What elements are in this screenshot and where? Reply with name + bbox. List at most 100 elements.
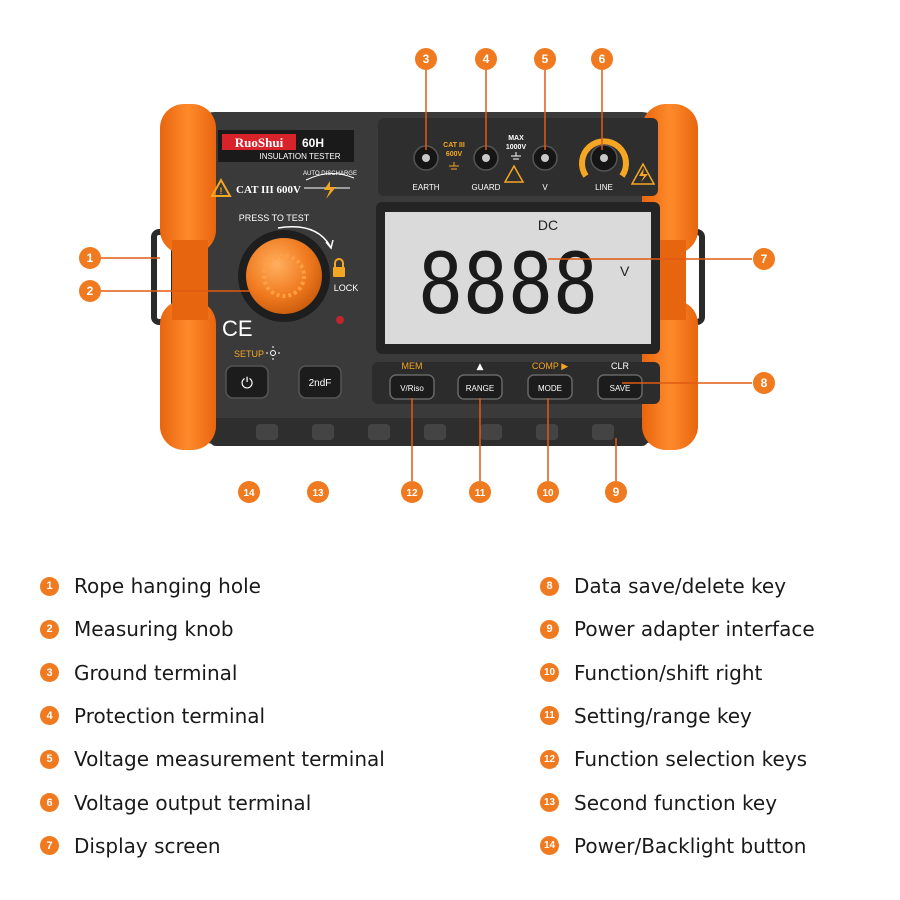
terminal-markings: CAT III 600V MAX 1000V [443,135,656,185]
range-up-icon: ▲ [477,362,484,372]
terminal-guard[interactable] [473,145,499,171]
lightning-icon [324,181,336,199]
legend-text: Measuring knob [74,617,234,642]
v-riso-label: V/Riso [400,384,424,393]
rotate-arrow-icon [277,226,331,247]
save-button[interactable]: SAVE [597,374,643,400]
legend-number-badge: 5 [40,749,59,769]
callout-14: 14 [238,481,260,503]
legend-text: Rope hanging hole [74,574,261,598]
max-label: MAX [508,135,524,142]
callout-9: 9 [605,481,627,503]
legend-number-badge: 3 [40,663,59,683]
legend-item: 1 Rope hanging hole [40,572,261,600]
terminal-v-label: V [542,183,548,192]
legend-number-badge: 2 [40,619,59,639]
terminal-v[interactable] [532,145,558,171]
brand-name: RuoShui [235,135,284,150]
callout-5: 5 [534,48,556,70]
display-mode: DC [538,217,558,233]
measuring-knob[interactable] [238,230,330,322]
legend-text: Voltage output terminal [74,790,312,815]
auto-discharge-text: AUTO DISCHARGE [303,171,357,177]
callout-1: 1 [79,247,101,269]
button-panel [372,362,660,404]
callout-12: 12 [401,481,423,503]
callout-4: 4 [475,48,497,70]
callout-8: 8 [753,372,775,394]
model-name: 60H [302,136,324,150]
callout-11: 11 [469,481,491,503]
legend-text: Power/Backlight button [574,833,807,858]
clr-label: CLR [611,361,630,371]
callout-number: 4 [483,52,490,66]
legend-number-badge: 10 [540,663,559,683]
legend-text: Protection terminal [74,703,266,728]
callout-number: 7 [761,252,768,266]
callout-2: 2 [79,280,101,302]
callout-number: 11 [475,488,486,499]
v-riso-button[interactable]: V/Riso [389,374,435,400]
display-unit: V [620,263,630,279]
legend-number-badge: 6 [40,793,59,812]
callout-number: 14 [243,488,255,499]
legend-item: 7 Display screen [40,832,221,860]
legend-number-badge: 14 [540,836,559,856]
legend-text: Data save/delete key [574,574,787,598]
legend-text: Function/shift right [574,660,763,685]
display-digits: 8888 [418,235,598,333]
legend-item: 2 Measuring knob [40,615,234,643]
terminal-cat-label: CAT III [443,142,465,149]
callout-3: 3 [415,48,437,70]
terminal-earth-label: EARTH [413,183,440,192]
lock-label: LOCK [334,283,359,293]
display-screen [385,212,651,344]
legend-number-badge: 13 [540,793,559,812]
brand-label: RuoShui 60H INSULATION TESTER [218,130,354,162]
callout-number: 6 [599,52,606,66]
legend-item: 14 Power/Backlight button [540,832,806,860]
mode-button[interactable]: MODE [527,374,573,400]
ce-mark: CE [222,316,253,341]
legend-item: 4 Protection terminal [40,702,265,730]
legend-item: 10 Function/shift right [540,659,762,687]
range-button[interactable]: RANGE [457,374,503,400]
terminal-line-label: LINE [595,183,613,192]
legend-text: Second function key [574,790,778,815]
callout-10: 10 [537,481,559,503]
save-label: SAVE [610,384,631,393]
legend-number-badge: 7 [40,836,59,856]
legend-text: Ground terminal [74,660,238,685]
legend-number-badge: 8 [540,576,559,596]
terminal-600v-label: 600V [446,151,463,158]
legend-text: Voltage measurement terminal [74,747,385,772]
legend-item: 5 Voltage measurement terminal [40,745,385,773]
callout-number: 13 [312,488,324,499]
cat-rating-text: CAT III 600V [236,184,301,196]
terminal-line[interactable] [579,138,629,178]
legend-item: 6 Voltage output terminal [40,789,311,817]
callout-6: 6 [591,48,613,70]
mem-label: MEM [402,361,423,371]
terminal-guard-label: GUARD [472,183,501,192]
max-value: 1000V [506,144,527,151]
legend-number-badge: 9 [540,619,559,639]
callout-number: 3 [423,52,430,66]
legend-number-badge: 1 [40,576,59,596]
callout-7: 7 [753,248,775,270]
legend-text: Power adapter interface [574,617,815,642]
power-icon: ⏻ [241,374,253,392]
legend-text: Display screen [74,833,221,858]
callout-number: 1 [87,251,94,265]
legend-number-badge: 4 [40,706,59,726]
callout-number: 2 [87,284,94,298]
legend-item: 3 Ground terminal [40,659,237,687]
legend-text: Function selection keys [574,747,808,772]
second-function-button[interactable]: 2ndF [298,365,342,399]
comp-label: COMP ▶ [532,361,568,371]
callout-number: 9 [613,485,620,499]
power-button[interactable]: ⏻ [225,365,269,399]
legend-item: 13 Second function key [540,789,777,817]
